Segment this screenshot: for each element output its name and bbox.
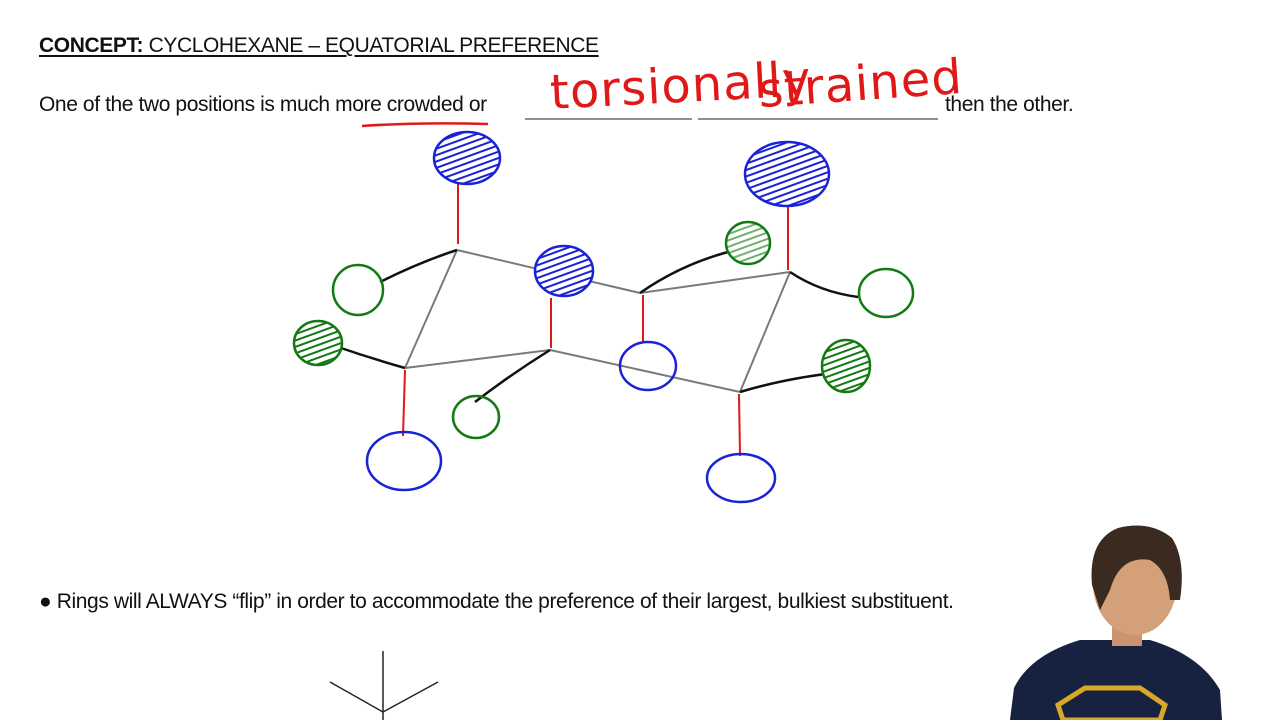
sentence-mid: or: [463, 93, 487, 116]
ring-bond: [404, 349, 551, 369]
instructor-video: [1010, 525, 1222, 720]
fill-in-sentence: One of the two positions is much more cr…: [39, 93, 487, 117]
ring-bond: [739, 271, 791, 393]
equatorial-bond: [739, 372, 826, 394]
axial-bond: [738, 393, 741, 457]
sentence-emphasis: more crowded: [335, 93, 464, 116]
ring-flip-sketch: [329, 651, 439, 720]
axial-group-hatched: [533, 244, 595, 298]
sentence-start: One of the two positions is much: [39, 93, 336, 116]
sketch-line: [382, 681, 439, 713]
axial-group-open: [365, 430, 443, 492]
title-bold: CONCEPT:: [39, 34, 144, 57]
equatorial-group-hatched: [724, 220, 772, 266]
equatorial-bond: [337, 345, 406, 370]
axial-group-hatched: [743, 140, 831, 208]
axial-bonds: [402, 183, 789, 457]
bullet-symbol: ●: [39, 590, 52, 613]
equatorial-bond: [789, 270, 859, 299]
equatorial-group-hatched: [292, 319, 344, 367]
axial-group-open: [705, 452, 777, 504]
ring-bond: [639, 271, 791, 294]
equatorial-substituents-open: [331, 263, 915, 440]
instructor-hair: [1091, 525, 1182, 610]
ring-bond: [404, 249, 458, 369]
axial-bond: [402, 369, 406, 437]
equatorial-group-open: [331, 263, 385, 317]
axial-group-hatched: [432, 130, 502, 186]
equatorial-bond: [639, 250, 729, 295]
sketch-line: [329, 681, 384, 713]
equatorial-bond: [379, 248, 458, 284]
axial-substituents-open: [365, 340, 777, 504]
bullet-text: Rings will ALWAYS “flip” in order to acc…: [56, 590, 954, 613]
shirt-logo: [1055, 685, 1168, 720]
equatorial-group-open: [451, 394, 501, 440]
axial-group-open: [618, 340, 678, 392]
bullet-point: ● Rings will ALWAYS “flip” in order to a…: [39, 590, 954, 614]
axial-substituents-filled: [432, 130, 831, 298]
sentence-end: then the other.: [945, 93, 1074, 116]
ring-bond: [549, 349, 741, 393]
ring-bonds: [404, 249, 791, 393]
title-rest: CYCLOHEXANE – EQUATORIAL PREFERENCE: [143, 34, 599, 57]
equatorial-bonds: [337, 248, 859, 403]
instructor-shirt: [1010, 640, 1222, 720]
equatorial-substituents-filled: [292, 220, 872, 394]
equatorial-group-hatched: [820, 338, 872, 394]
equatorial-group-open: [857, 267, 915, 319]
slide-title: CONCEPT: CYCLOHEXANE – EQUATORIAL PREFER…: [39, 34, 599, 58]
emphasis-underline: [361, 122, 489, 128]
